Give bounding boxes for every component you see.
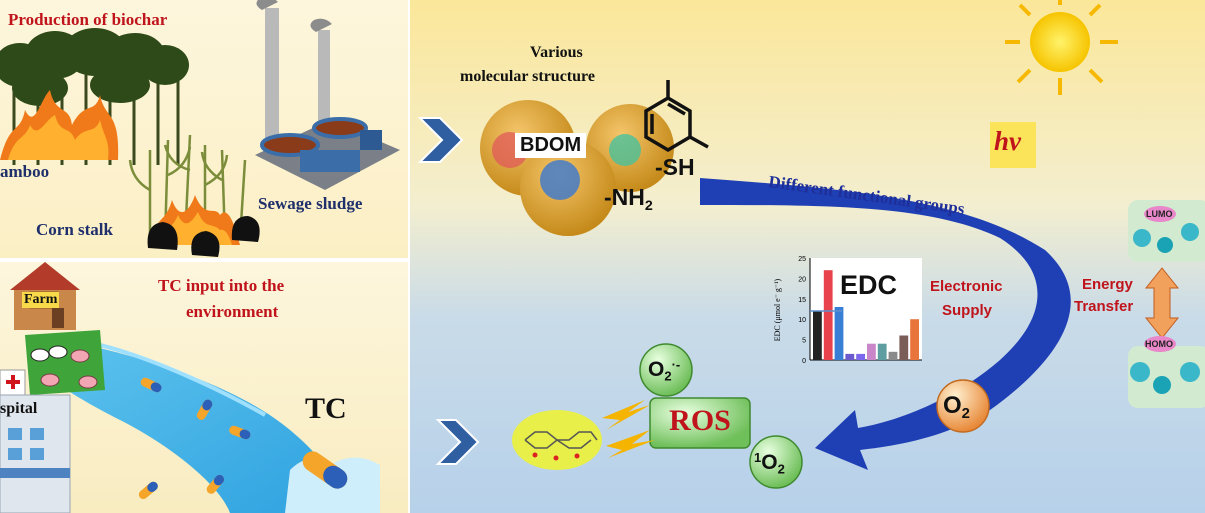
corn-stalk-label: Corn stalk	[36, 220, 113, 239]
singlet-superscript: 1	[754, 450, 762, 465]
edc-bar	[899, 335, 909, 360]
superoxide-subscript: 2	[664, 368, 672, 384]
sun-icon	[1005, 0, 1118, 95]
sh-group-label: -SH	[655, 154, 695, 180]
homo-label: HOMO	[1145, 339, 1173, 349]
hv-label: hν	[994, 126, 1021, 156]
o2-subscript: 2	[961, 406, 970, 423]
edc-bar	[834, 307, 844, 360]
edc-bar	[856, 353, 865, 360]
lumo-orbital	[1128, 200, 1205, 262]
edc-bar	[910, 319, 919, 360]
ros-box	[649, 397, 751, 449]
edc-bar	[867, 343, 876, 360]
singlet-base: O	[761, 451, 778, 475]
nh2-group-label: -NH2	[604, 184, 653, 214]
singlet-oxygen-bubble	[749, 435, 803, 489]
oxygen-bubble	[936, 379, 990, 433]
nh2-subscript: 2	[644, 197, 653, 214]
electronic-supply-line1: Electronic	[930, 278, 1003, 295]
superoxide-bubble	[639, 343, 693, 397]
hospital-label: spital	[0, 400, 38, 417]
tc-molecule	[512, 410, 602, 470]
edc-y-tick-label: 5	[802, 338, 806, 345]
edc-bar	[823, 270, 833, 360]
electronic-supply-line2: Supply	[942, 302, 993, 319]
superoxide-base: O	[648, 358, 665, 382]
oxygen-label: O2	[943, 392, 970, 422]
lumo-label: LUMO	[1146, 209, 1173, 219]
chevron-right-icon	[435, 419, 480, 465]
ros-label: ROS	[669, 404, 731, 437]
superoxide-superscript: ·-	[671, 357, 681, 372]
energy-transfer-icon	[1144, 267, 1180, 339]
bamboo-label: amboo	[0, 162, 50, 181]
edc-bar	[845, 353, 855, 360]
tc-input-title-line1: TC input into the	[158, 276, 285, 295]
chevron-right-icon	[417, 117, 464, 163]
bdom-particles	[480, 100, 674, 236]
sewage-plant	[255, 0, 400, 190]
molecular-line2: molecular structure	[460, 68, 595, 85]
nh2-base: -NH	[604, 184, 645, 210]
biochar-title: Production of biochar	[8, 10, 168, 29]
bdom-label: BDOM	[515, 133, 587, 158]
farm-label: Farm	[22, 292, 60, 308]
pill-capsules	[138, 377, 348, 500]
sewage-sludge-label: Sewage sludge	[258, 194, 363, 213]
hospital-building	[0, 369, 71, 513]
superoxide-label: O2·-	[648, 357, 680, 384]
biochar-lumps	[147, 216, 260, 257]
edc-bar-chart: 0 5 10 15 20 25 EDC (μmol e⁻ g⁻¹)	[773, 256, 922, 365]
edc-chart-title: EDC	[840, 270, 898, 300]
lightning-bolt-icon	[602, 400, 655, 458]
o2-base: O	[943, 392, 962, 419]
benzene-ring-icon	[644, 80, 709, 153]
homo-orbital	[1128, 336, 1205, 408]
edc-y-tick-label: 0	[802, 358, 806, 365]
edc-bar	[877, 343, 887, 360]
edc-bar	[813, 311, 822, 360]
tc-label: TC	[305, 392, 347, 425]
bamboo-fire	[0, 90, 119, 160]
edc-bar	[888, 351, 898, 360]
molecular-line1: Various	[530, 44, 583, 61]
singlet-subscript: 2	[777, 461, 785, 477]
edc-y-tick-label: 15	[798, 297, 806, 304]
energy-transfer-line1: Energy	[1082, 276, 1133, 293]
tc-input-title-line2: environment	[186, 302, 279, 321]
edc-y-tick-label: 10	[798, 317, 806, 324]
edc-y-axis-label: EDC (μmol e⁻ g⁻¹)	[773, 278, 782, 341]
edc-y-tick-label: 20	[798, 276, 806, 283]
hv-box	[990, 122, 1036, 168]
edc-y-tick-label: 25	[798, 256, 806, 263]
energy-transfer-line2: Transfer	[1074, 298, 1134, 315]
singlet-oxygen-label: 1O2	[754, 450, 785, 477]
